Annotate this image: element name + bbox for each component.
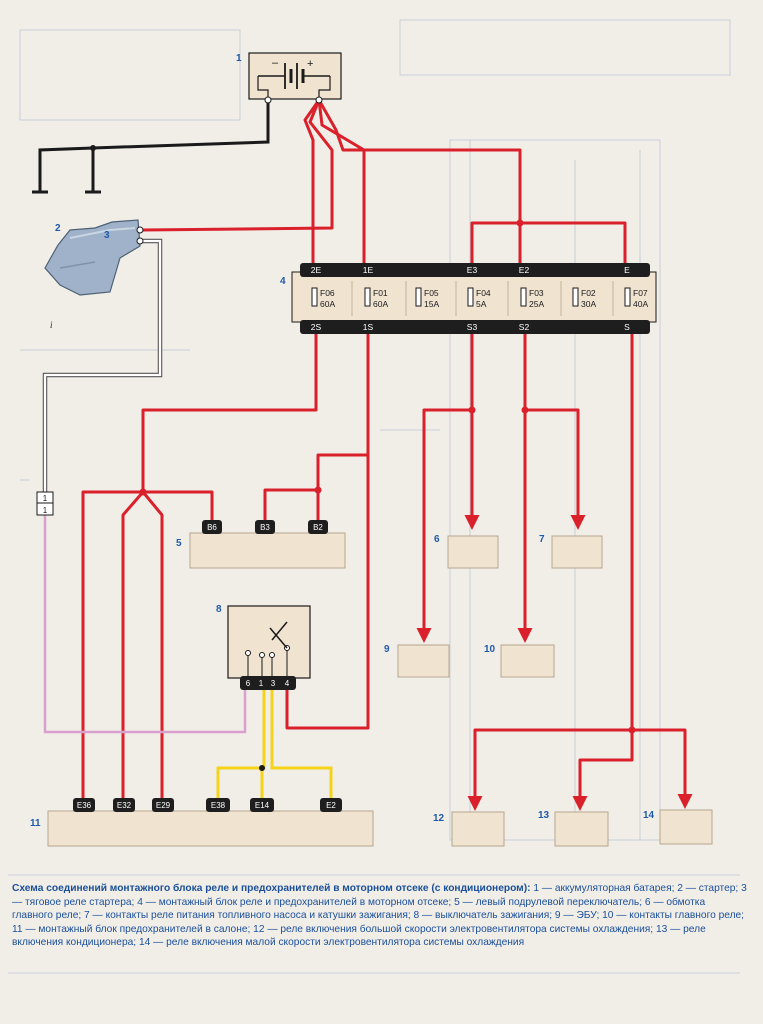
- fuse-f01-name: F01: [373, 288, 388, 298]
- label-3: 3: [104, 230, 110, 241]
- caption-title: Схема соединений монтажного блока реле и…: [12, 883, 531, 894]
- battery: [248, 52, 342, 104]
- ignition-switch: [227, 605, 311, 690]
- background-ghost: [19, 19, 731, 841]
- fuse-f06-name: F06: [320, 288, 335, 298]
- fuse-f07-rating: 40A: [633, 299, 648, 309]
- battery-minus-sign: –: [272, 57, 279, 69]
- box-13: [554, 811, 609, 847]
- label-12: 12: [433, 813, 445, 824]
- fuse-f04-name: F04: [476, 288, 491, 298]
- switch-pin-1: 1: [259, 679, 264, 688]
- pin-e14: E14: [255, 801, 270, 810]
- pin-e: E: [624, 265, 630, 275]
- box-6: [447, 535, 499, 569]
- switch-pin-4: 4: [285, 679, 290, 688]
- pin-b6: B6: [207, 523, 217, 532]
- pin-e29: E29: [156, 801, 171, 810]
- pin-1e: 1E: [363, 265, 374, 275]
- fuse-f02-name: F02: [581, 288, 596, 298]
- fuse-f03-rating: 25A: [529, 299, 544, 309]
- connector-pin-bottom: 1: [43, 506, 48, 515]
- box-14: [659, 809, 713, 845]
- label-1: 1: [236, 53, 242, 64]
- fuse-f02-rating: 30A: [581, 299, 596, 309]
- relay-boxes: [397, 535, 713, 847]
- connector-pin-top: 1: [43, 494, 48, 503]
- box-9: [397, 644, 450, 678]
- pin-s2: S2: [519, 322, 530, 332]
- pink-wire: [43, 515, 247, 734]
- battery-plus-sign: +: [307, 58, 313, 70]
- inline-connector: [36, 491, 54, 516]
- fuse-f03-name: F03: [529, 288, 544, 298]
- starter: [44, 219, 144, 296]
- pin-1s: 1S: [363, 322, 374, 332]
- figure-caption: Схема соединений монтажного блока реле и…: [12, 882, 747, 950]
- label-8: 8: [216, 604, 222, 615]
- pin-b2: B2: [313, 523, 323, 532]
- pin-s: S: [624, 322, 630, 332]
- ignition-yellow-wires: [216, 690, 333, 800]
- steering-switch-block: [189, 520, 346, 569]
- pin-b3: B3: [260, 523, 270, 532]
- label-10: 10: [484, 644, 496, 655]
- pin-e2-block11: E2: [326, 801, 336, 810]
- label-5: 5: [176, 538, 182, 549]
- fuse-f05-rating: 15A: [424, 299, 439, 309]
- caption-body: 1 — аккумуляторная батарея; 2 — стартер;…: [12, 883, 747, 949]
- switch-pin-6: 6: [246, 679, 251, 688]
- box-7: [551, 535, 603, 569]
- pin-e2: E2: [519, 265, 530, 275]
- box-10: [500, 644, 555, 678]
- pin-e38: E38: [211, 801, 226, 810]
- pin-2s: 2S: [311, 322, 322, 332]
- ground-wire: [32, 100, 270, 194]
- label-6: 6: [434, 534, 440, 545]
- pin-2e: 2E: [311, 265, 322, 275]
- power-wires: [81, 99, 693, 820]
- fuse-f06-rating: 60A: [320, 299, 335, 309]
- fuse-f05-name: F05: [424, 288, 439, 298]
- label-2: 2: [55, 223, 61, 234]
- pin-e3: E3: [467, 265, 478, 275]
- fuse-block: [291, 263, 657, 334]
- label-9: 9: [384, 644, 390, 655]
- box-12: [451, 811, 505, 847]
- fuse-f04-rating: 5A: [476, 299, 487, 309]
- pin-e36: E36: [77, 801, 92, 810]
- pin-e32: E32: [117, 801, 132, 810]
- cabin-fuse-block: [47, 798, 374, 847]
- junction-dots: [139, 219, 636, 734]
- start-wire: [42, 238, 163, 492]
- label-4: 4: [280, 276, 286, 287]
- label-14: 14: [643, 810, 655, 821]
- pin-s3: S3: [467, 322, 478, 332]
- label-7: 7: [539, 534, 545, 545]
- fuse-f07-name: F07: [633, 288, 648, 298]
- label-13: 13: [538, 810, 550, 821]
- label-11: 11: [30, 818, 41, 829]
- fuse-f01-rating: 60A: [373, 299, 388, 309]
- switch-pin-3: 3: [271, 679, 276, 688]
- stray-mark: i: [50, 320, 53, 330]
